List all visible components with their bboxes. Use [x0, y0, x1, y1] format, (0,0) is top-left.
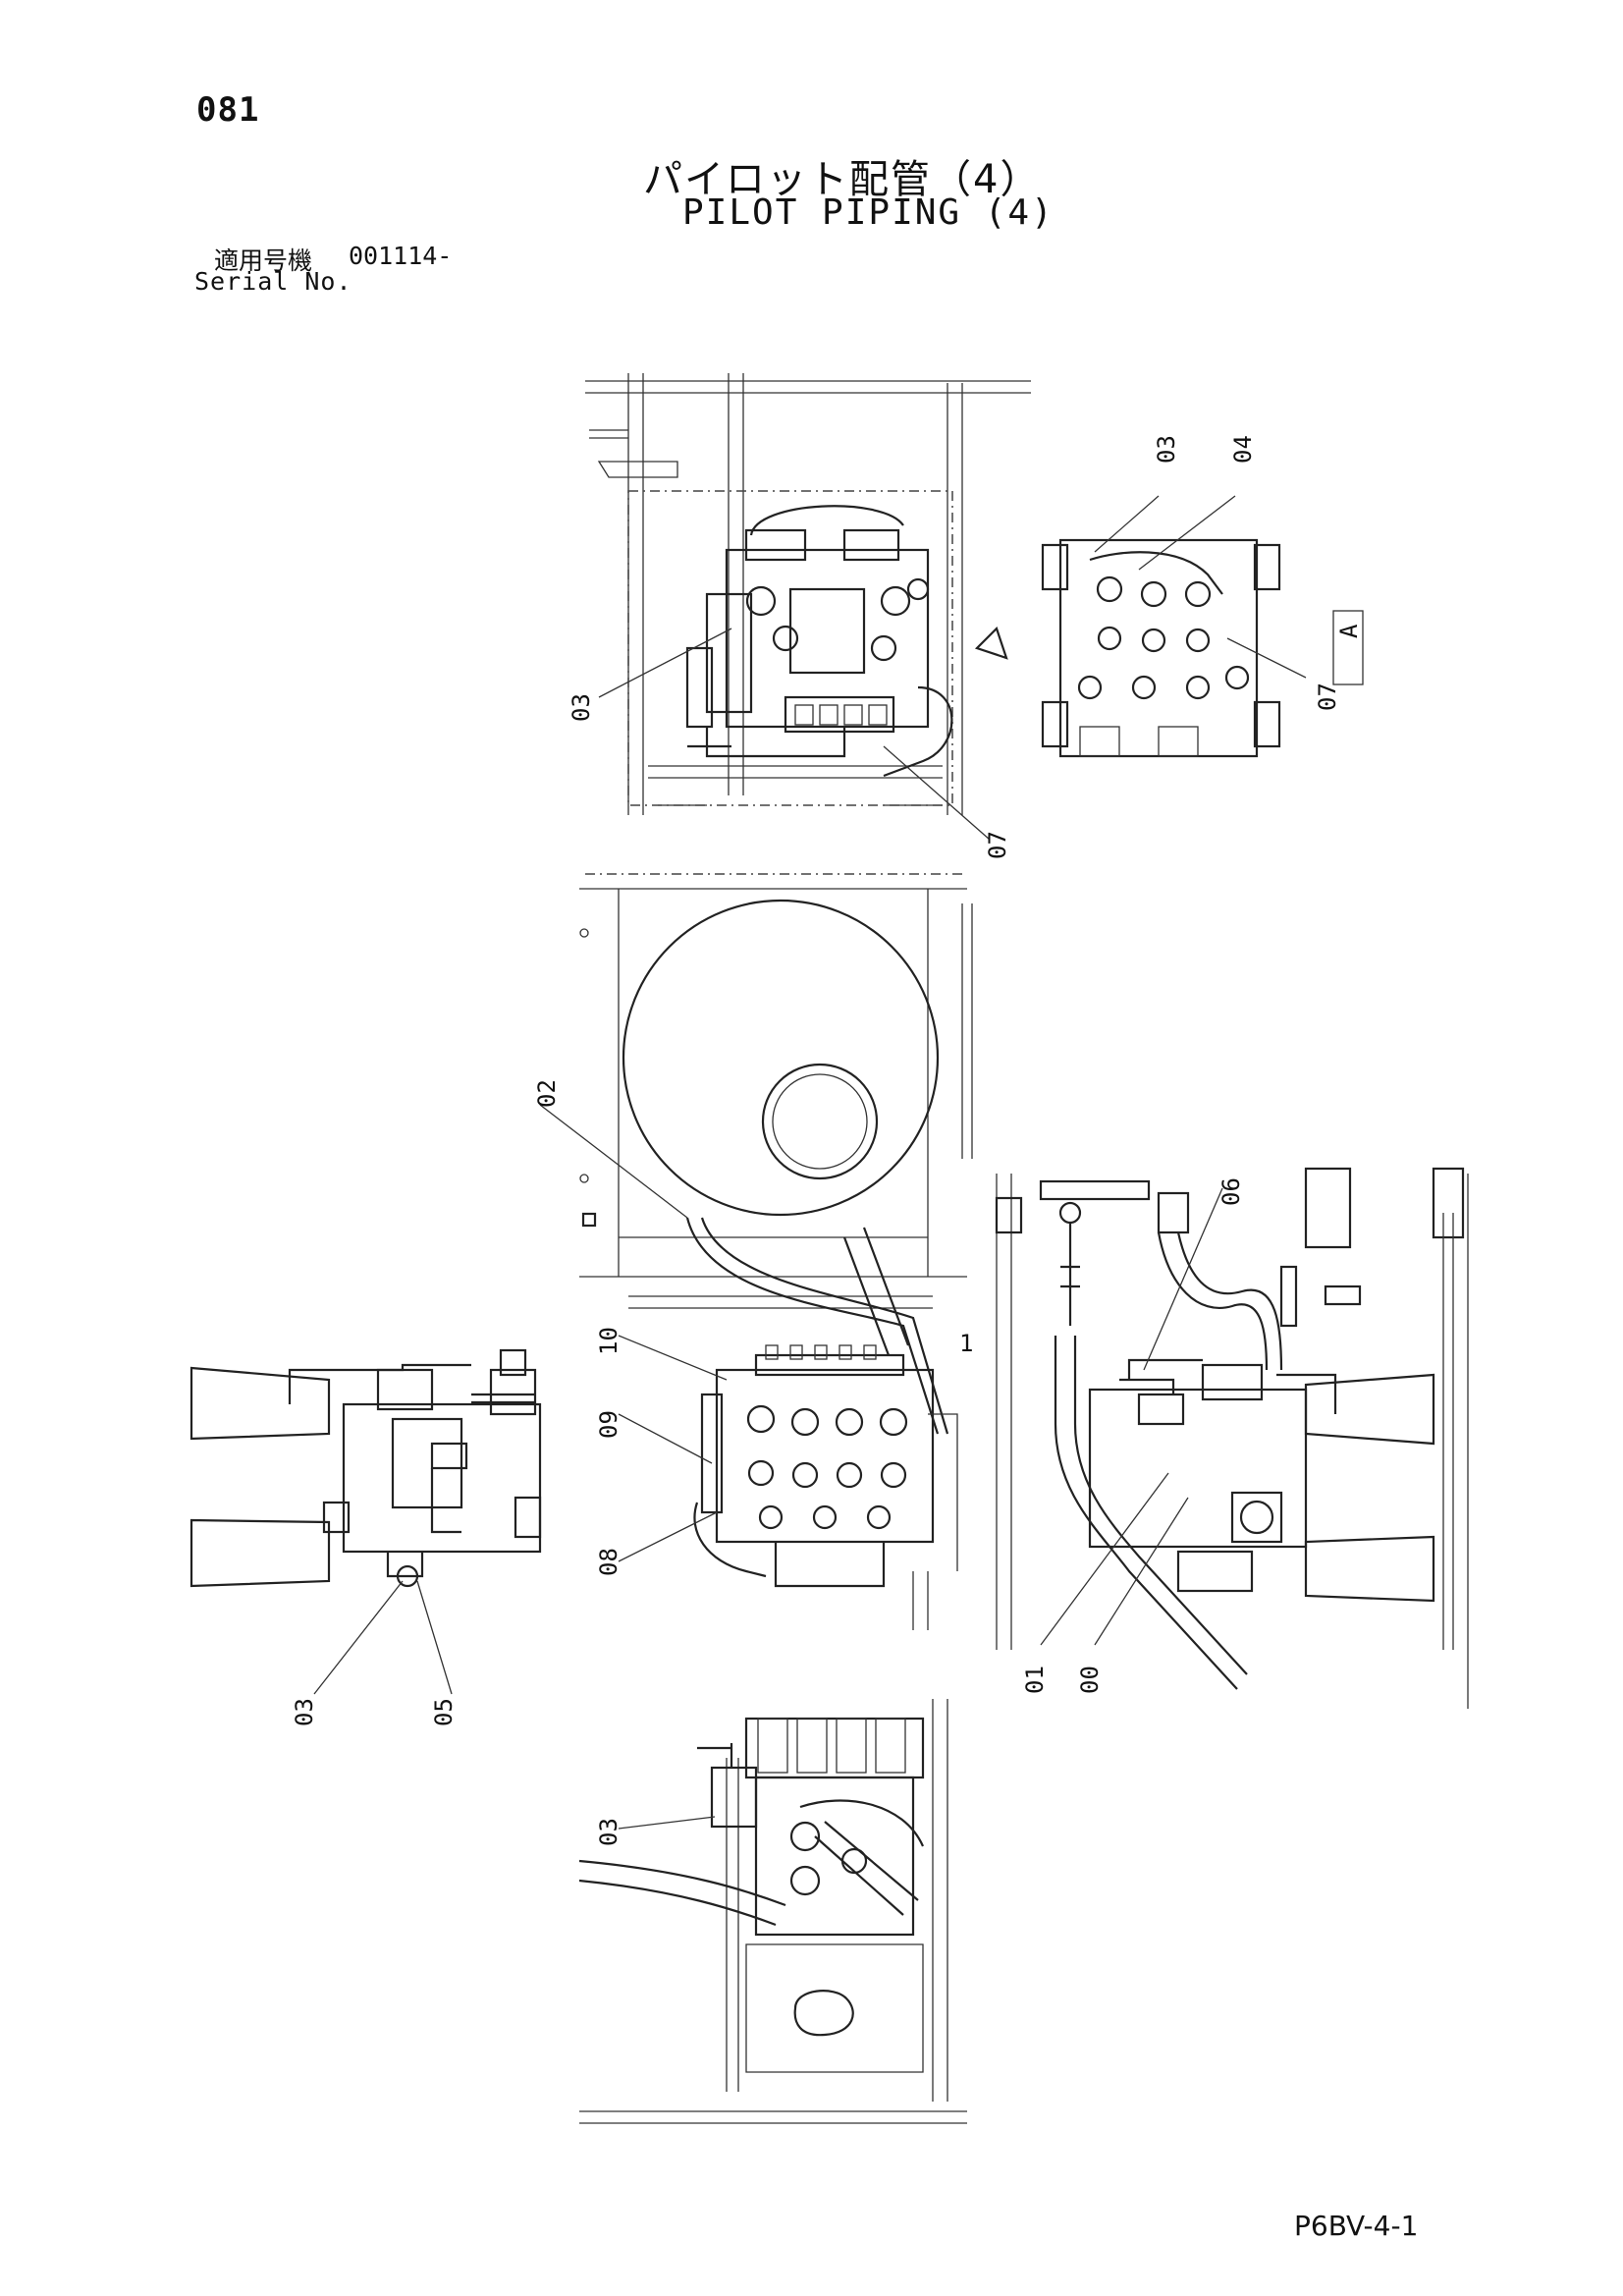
page-number: 081 — [196, 90, 260, 130]
serial-number-value: 001114- — [349, 242, 453, 270]
view-label-a: A — [1335, 624, 1363, 638]
callout-06: 06 — [1217, 1177, 1245, 1206]
page-title-japanese: パイロット配管（4） — [643, 157, 1042, 202]
detail-view-a: A 03 04 07 — [1041, 435, 1364, 758]
callout-07: 07 — [984, 831, 1011, 859]
callout-03: 03 — [1153, 435, 1180, 464]
callout-00: 00 — [1076, 1666, 1104, 1694]
right-side-view: 06 01 00 — [995, 1167, 1469, 1709]
callout-10: 10 — [595, 1327, 622, 1355]
serial-label-english: Serial No. — [194, 267, 352, 296]
callout-08: 08 — [595, 1548, 622, 1576]
bottom-view: 03 — [578, 1699, 967, 2124]
serial-label-japanese: 適用号機 — [214, 246, 313, 275]
callout-04: 04 — [1229, 435, 1257, 464]
middle-view: 1 02 10 09 08 — [533, 873, 973, 1630]
marker-1: 1 — [959, 1330, 973, 1357]
callout-03: 03 — [595, 1818, 622, 1846]
callout-03: 03 — [568, 693, 595, 722]
top-view: 03 07 — [568, 373, 1031, 859]
callout-07: 07 — [1314, 683, 1341, 711]
page-title-english: PILOT PIPING (4) — [682, 192, 1055, 233]
left-side-view: 03 05 — [189, 1348, 542, 1726]
callout-05: 05 — [430, 1698, 458, 1726]
callout-09: 09 — [595, 1410, 622, 1439]
callout-01: 01 — [1021, 1666, 1049, 1694]
callout-02: 02 — [533, 1079, 561, 1108]
callout-03: 03 — [291, 1698, 318, 1726]
drawing-code: P6BV-4-1 — [1294, 2210, 1419, 2242]
